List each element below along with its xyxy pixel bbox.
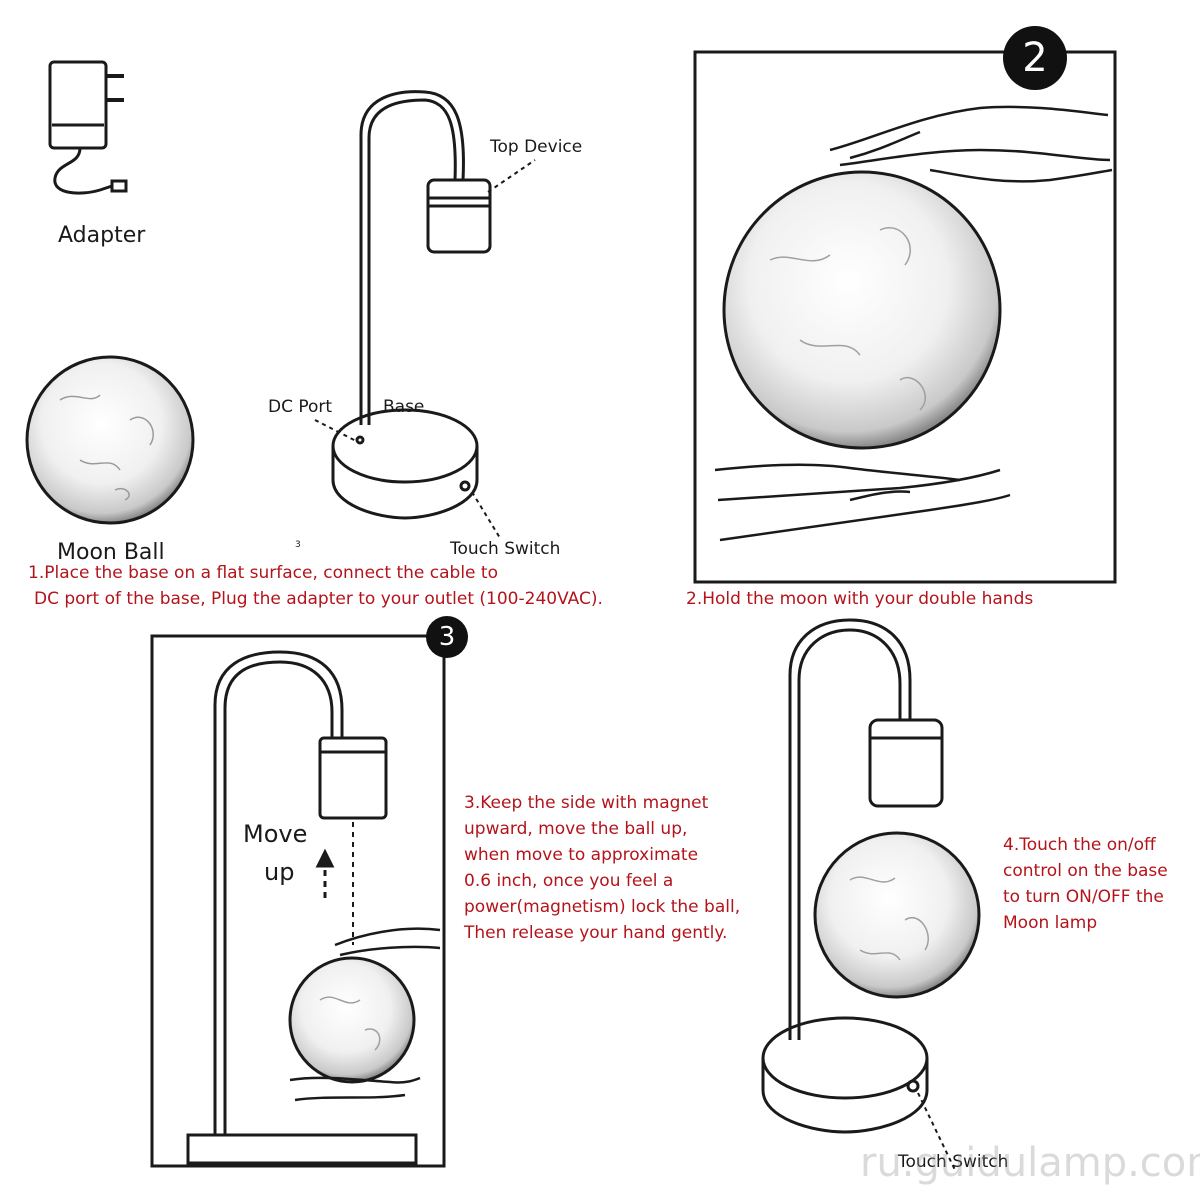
step-4-line-1: 4.Touch the on/off [1003, 835, 1156, 855]
step-4-line-3: to turn ON/OFF the [1003, 887, 1164, 907]
stray-mark: 3 [295, 540, 301, 550]
watermark: ru.guidulamp.com [860, 1140, 1200, 1186]
top-device-label: Top Device [490, 137, 583, 157]
step-4-leader-line [917, 1092, 956, 1171]
move-up-label-line-1: Move [243, 820, 308, 848]
step-4-line-2: control on the base [1003, 861, 1168, 881]
moon-ball-label: Moon Ball [57, 540, 165, 565]
step-3-line-2: upward, move the ball up, [464, 819, 688, 839]
lamp-leader-lines [314, 159, 536, 539]
moon-ball-illustration [25, 355, 195, 525]
step-4-lamp [761, 618, 944, 1134]
step-4-moon [813, 831, 981, 999]
step-4-line-4: Moon lamp [1003, 913, 1098, 933]
step-3-hands [289, 927, 441, 1102]
step-3-lamp [186, 650, 418, 1165]
step-3-line-4: 0.6 inch, once you feel a [464, 871, 674, 891]
step-1-line-1: 1.Place the base on a flat surface, conn… [28, 563, 498, 583]
step-1-line-2: DC port of the base, Plug the adapter to… [34, 589, 603, 609]
step-2-panel [693, 50, 1117, 584]
step-3-line-6: Then release your hand gently. [464, 923, 728, 943]
adapter-label: Adapter [58, 223, 146, 248]
lamp-parts-illustration [331, 90, 492, 520]
step-3-badge: 3 [426, 616, 468, 658]
step-3-moon [288, 956, 416, 1084]
touch-switch-label: Touch Switch [450, 539, 561, 559]
move-up-label-line-2: up [264, 858, 295, 886]
adapter-illustration [48, 60, 128, 195]
step-2-moon [722, 170, 1002, 450]
step-2-caption: 2.Hold the moon with your double hands [686, 589, 1034, 609]
step-2-badge: 2 [1003, 26, 1067, 90]
step-3-line-5: power(magnetism) lock the ball, [464, 897, 741, 917]
step-3-panel [150, 634, 446, 1168]
step-3-line-3: when move to approximate [464, 845, 699, 865]
move-up-arrow [315, 848, 335, 898]
step-2-upper-hand [829, 105, 1113, 183]
step-2-lower-hand [714, 463, 1011, 542]
dc-port-label: DC Port [268, 397, 333, 417]
step-3-line-1: 3.Keep the side with magnet [464, 793, 709, 813]
base-label: Base [383, 397, 425, 417]
step-4-touch-switch-label: Touch Switch [898, 1152, 1009, 1172]
